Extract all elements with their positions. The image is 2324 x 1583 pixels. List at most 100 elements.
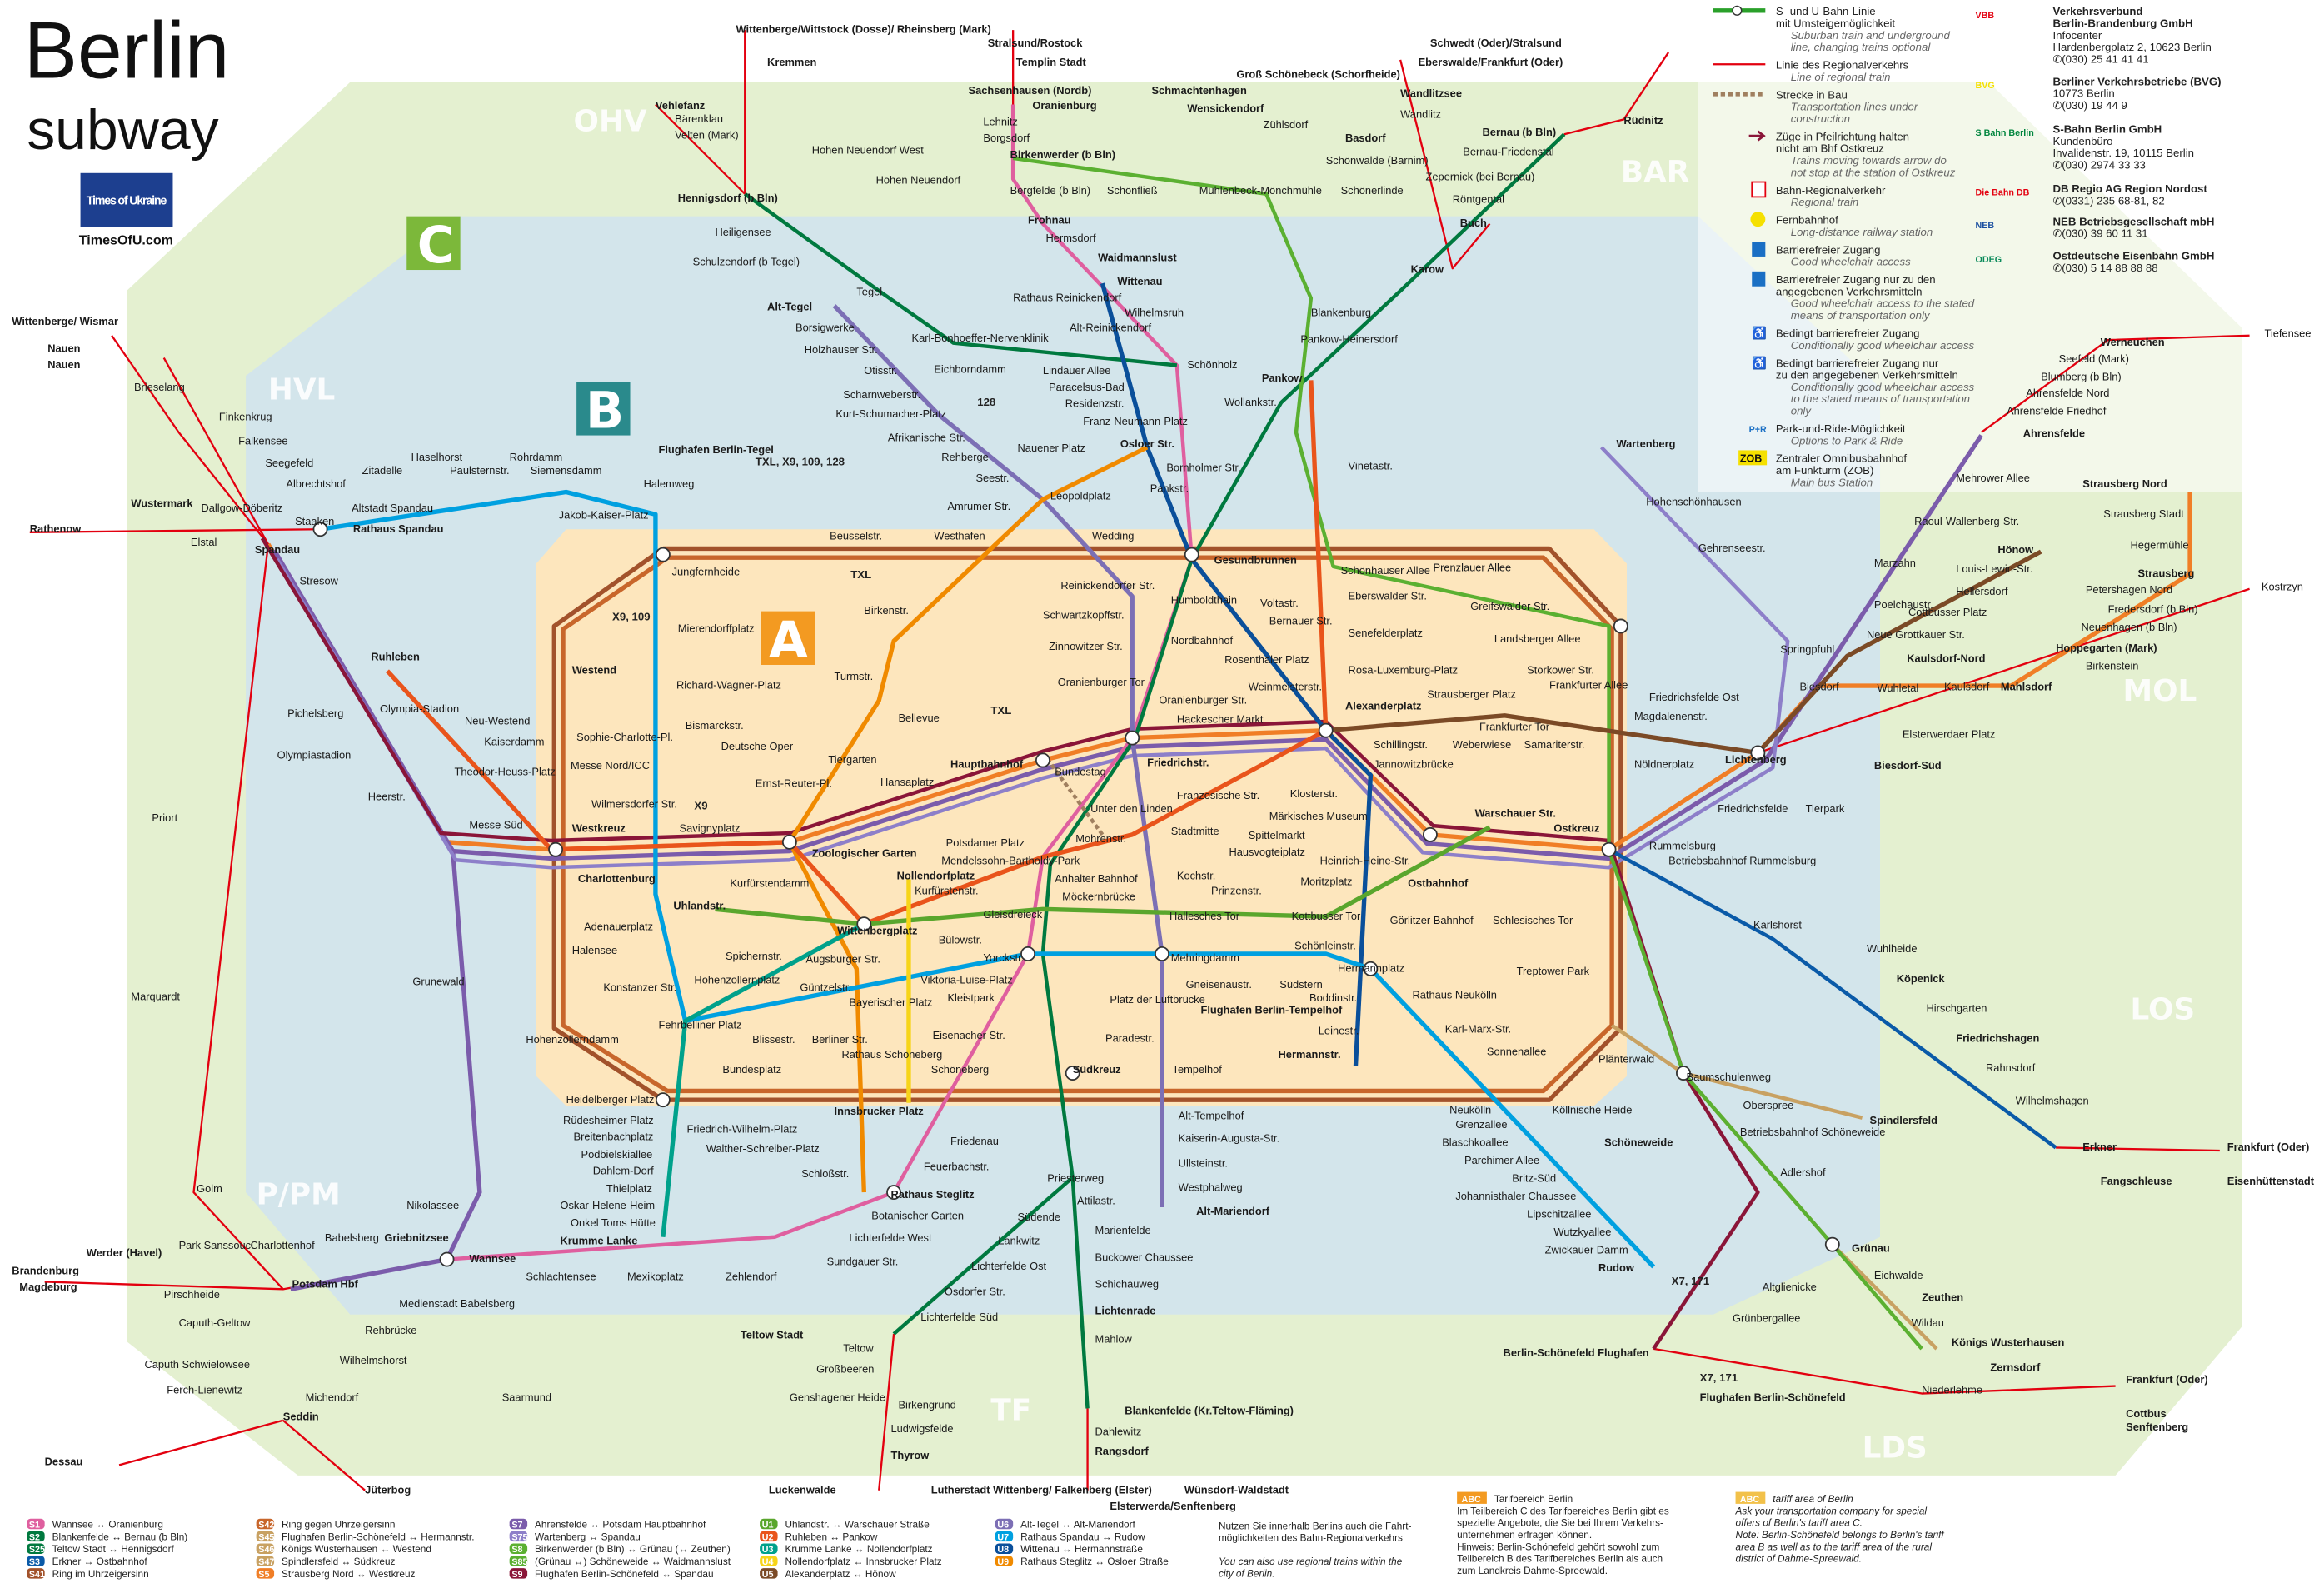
station-label[interactable]: Eberswalde/Frankfurt (Oder) <box>1419 56 1563 68</box>
station-label[interactable]: Güntzelstr. <box>800 981 850 994</box>
station-label[interactable]: Rathaus Spandau <box>353 522 444 535</box>
station-label[interactable]: Hackescher Markt <box>1177 713 1264 726</box>
station-label[interactable]: Schillingstr. <box>1374 738 1428 751</box>
station-label[interactable]: Franz-Neumann-Platz <box>1083 415 1188 427</box>
station-label[interactable]: Siemensdamm <box>531 464 602 477</box>
interchange-station[interactable] <box>1363 961 1379 976</box>
station-label[interactable]: Gleisdreieck <box>983 908 1042 921</box>
station-label[interactable]: Kochstr. <box>1177 870 1215 882</box>
station-label[interactable]: Messe Nord/ICC <box>571 759 650 772</box>
station-label[interactable]: Brandenburg <box>12 1264 79 1276</box>
station-label[interactable]: Reinickendorfer Str. <box>1060 579 1155 592</box>
station-label[interactable]: Brieselang <box>134 381 185 393</box>
station-label[interactable]: Olympiastadion <box>277 749 352 762</box>
station-label[interactable]: Springpfuhl <box>1780 643 1834 656</box>
station-label[interactable]: Holzhauser Str. <box>805 343 878 356</box>
station-label[interactable]: Werneuchen <box>2101 336 2165 348</box>
station-label[interactable]: Dahlem-Dorf <box>593 1165 654 1177</box>
station-label[interactable]: Hermannplatz <box>1338 961 1404 974</box>
station-label[interactable]: Blaschkoallee <box>1442 1136 1508 1149</box>
station-label[interactable]: Yorckstr. <box>983 951 1024 964</box>
station-label[interactable]: Leopoldplatz <box>1050 489 1111 502</box>
station-label[interactable]: Thielplatz <box>606 1182 652 1195</box>
station-label[interactable]: Kurfürstenstr. <box>915 884 978 896</box>
station-label[interactable]: Hoppegarten (Mark) <box>2056 642 2157 654</box>
station-label[interactable]: Oranienburger Tor <box>1058 676 1145 688</box>
station-label[interactable]: Mahlsdorf <box>2001 680 2052 692</box>
station-label[interactable]: Rudow <box>1598 1261 1635 1274</box>
station-label[interactable]: Französische Str. <box>1177 789 1259 801</box>
station-label[interactable]: Alt-Tegel <box>767 300 812 312</box>
station-label[interactable]: Blumberg (b Bln) <box>2041 370 2121 382</box>
station-label[interactable]: Poelchaustr. <box>1874 598 1933 611</box>
station-label[interactable]: Stralsund/Rostock <box>988 37 1083 49</box>
station-label[interactable]: Hönow <box>1997 543 2034 556</box>
station-label[interactable]: Blankenburg <box>1311 306 1371 318</box>
interchange-station[interactable] <box>1065 1066 1080 1081</box>
station-label[interactable]: Cottbus <box>2126 1407 2167 1420</box>
station-label[interactable]: Schöneberg <box>931 1063 989 1076</box>
station-label[interactable]: Kleistpark <box>947 991 995 1004</box>
station-label[interactable]: Elsterwerda/Senftenberg <box>1110 1500 1236 1512</box>
station-label[interactable]: Viktoria-Luise-Platz <box>920 974 1013 986</box>
station-label[interactable]: Möckernbrücke <box>1062 891 1135 903</box>
station-label[interactable]: Borgsdorf <box>983 132 1030 144</box>
station-label[interactable]: Wensickendorf <box>1187 102 1264 114</box>
station-label[interactable]: Biesdorf <box>1799 680 1839 692</box>
station-label[interactable]: Südstern <box>1279 978 1322 991</box>
station-label[interactable]: Mehringdamm <box>1171 951 1239 964</box>
station-label[interactable]: Paulsternstr. <box>450 464 509 477</box>
station-label[interactable]: Frankfurter Allee <box>1549 679 1628 692</box>
station-label[interactable]: Residenzstr. <box>1065 397 1125 410</box>
station-label[interactable]: Olympia-Stadion <box>380 702 459 715</box>
station-label[interactable]: Pankow-Heinersdorf <box>1300 333 1398 346</box>
station-label[interactable]: Wittenberge/ Wismar <box>12 315 118 327</box>
station-label[interactable]: Treptower Park <box>1517 965 1590 977</box>
station-label[interactable]: Schmachtenhagen <box>1151 84 1246 97</box>
station-label[interactable]: Eisenhüttenstadt <box>2227 1175 2315 1187</box>
station-label[interactable]: Osdorfer Str. <box>945 1286 1005 1298</box>
station-label[interactable]: Großbeeren <box>816 1363 874 1376</box>
interchange-station[interactable] <box>1824 1236 1840 1252</box>
station-label[interactable]: Königs Wusterhausen <box>1952 1336 2065 1348</box>
station-label[interactable]: Hermannstr. <box>1279 1048 1341 1061</box>
station-label[interactable]: Alt-Reinickendorf <box>1070 321 1151 333</box>
station-label[interactable]: Grunewald <box>412 976 464 988</box>
station-label[interactable]: Griebnitzsee <box>384 1231 448 1244</box>
station-label[interactable]: Zeuthen <box>1922 1291 1963 1304</box>
station-label[interactable]: Krumme Lanke <box>560 1235 637 1247</box>
station-label[interactable]: Tegel <box>856 285 882 297</box>
station-label[interactable]: Cottbusser Platz <box>1908 606 1987 618</box>
station-label[interactable]: Moritzplatz <box>1300 876 1352 888</box>
station-label[interactable]: Schwedt (Oder)/Stralsund <box>1430 37 1562 49</box>
station-label[interactable]: Sonnenallee <box>1487 1046 1547 1058</box>
station-label[interactable]: Seegefeld <box>265 457 313 469</box>
interchange-station[interactable] <box>439 1251 455 1267</box>
station-label[interactable]: Charlottenhof <box>250 1239 315 1251</box>
station-label[interactable]: Rüdnitz <box>1623 114 1663 127</box>
station-label[interactable]: Südende <box>1018 1211 1061 1223</box>
station-label[interactable]: Ahrensfelde Nord <box>2026 387 2109 399</box>
station-label[interactable]: Paracelsus-Bad <box>1049 381 1125 393</box>
station-label[interactable]: Rehbrücke <box>365 1324 416 1336</box>
interchange-station[interactable] <box>1613 618 1628 634</box>
station-label[interactable]: Park Sanssouci <box>179 1239 253 1251</box>
station-label[interactable]: Birkengrund <box>898 1398 955 1411</box>
station-label[interactable]: Grenzallee <box>1455 1118 1507 1131</box>
station-label[interactable]: Strausberg Stadt <box>2103 507 2184 520</box>
interchange-station[interactable] <box>781 834 797 850</box>
station-label[interactable]: Pankow <box>1262 372 1304 384</box>
station-label[interactable]: Tempelhof <box>1173 1063 1223 1076</box>
station-label[interactable]: Blankenfelde (Kr.Teltow-Fläming) <box>1125 1405 1294 1417</box>
station-label[interactable]: Feuerbachstr. <box>924 1160 990 1172</box>
interchange-station[interactable] <box>1601 841 1617 857</box>
station-label[interactable]: Sophie-Charlotte-Pl. <box>576 731 673 743</box>
station-label[interactable]: Strausberger Platz <box>1427 687 1516 700</box>
station-label[interactable]: Marzahn <box>1874 557 1916 569</box>
station-label[interactable]: Hallesches Tor <box>1169 910 1240 922</box>
station-label[interactable]: Magdalenenstr. <box>1634 710 1708 722</box>
station-label[interactable]: Schönwalde (Barnim) <box>1326 154 1429 167</box>
station-label[interactable]: Zernsdorf <box>1990 1361 2041 1374</box>
station-label[interactable]: Adlershof <box>1780 1166 1826 1178</box>
station-label[interactable]: Bernau-Friedenstal <box>1463 145 1553 157</box>
